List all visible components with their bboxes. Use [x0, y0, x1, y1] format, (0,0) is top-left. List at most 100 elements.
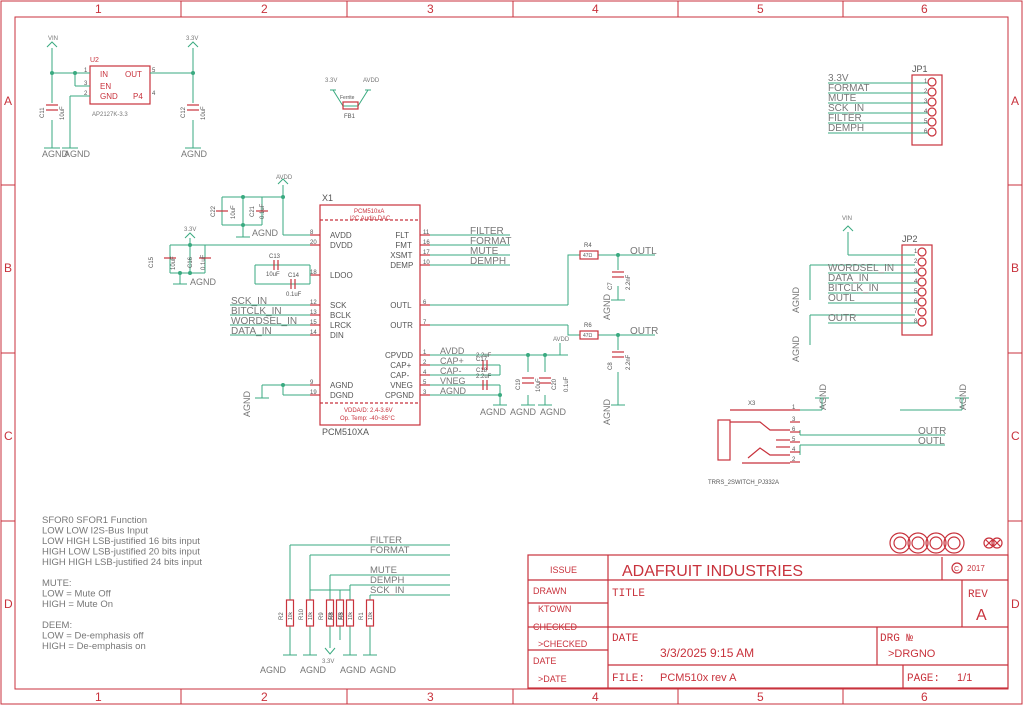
dac-pin-num-4: 4: [423, 370, 427, 376]
copyright-c: C: [954, 566, 959, 573]
agnd-c16: AGND: [190, 277, 217, 287]
jp2-num-8: 8: [914, 319, 918, 325]
agnd-cp-3: AGND: [540, 407, 567, 417]
drg-label: DRG №: [880, 633, 913, 645]
dac-pin-num-6: 6: [423, 300, 427, 306]
dac-pin-num-13: 13: [310, 310, 317, 316]
net-cp-0: AVDD: [440, 346, 465, 356]
jp1-pin-4: [927, 107, 937, 117]
c13-value: 10uF: [266, 272, 280, 278]
pullup-body-2: [325, 599, 335, 627]
jp1-num-2: 2: [924, 89, 928, 95]
jp2-num-1: 1: [914, 249, 918, 255]
u2-pin-en: EN: [100, 82, 111, 91]
net-bitclk_in: BITCLK_IN: [231, 306, 282, 317]
net-mute: MUTE: [470, 246, 499, 257]
pullup-agnd-4: AGND: [370, 665, 397, 675]
pullup-val-5: 10k: [368, 611, 374, 620]
checked-label: CHECKED: [533, 622, 578, 632]
jp2-ref: JP2: [902, 234, 918, 244]
u2-pin-gnd: GND: [100, 92, 118, 101]
ferrite-avdd: AVDD: [363, 78, 380, 84]
jack-pin-num-1: 3: [792, 417, 796, 423]
jp2-pin-5: [917, 287, 927, 297]
c18-value: 2.2uF: [476, 374, 492, 380]
checked-value: >CHECKED: [538, 639, 588, 649]
u2-pin-5: 5: [152, 68, 156, 74]
dac-pin-name-DIN: DIN: [330, 331, 344, 340]
ferrite-label: Ferrite: [340, 95, 355, 101]
frame-row-right-C: C: [1011, 429, 1020, 443]
pullup-agnd-3: AGND: [340, 665, 367, 675]
jp1-label-1: 3.3V: [828, 73, 849, 84]
pullup-net-mute: MUTE: [370, 565, 397, 576]
r6-ref: R6: [584, 323, 592, 329]
dac-pin-num-20: 20: [310, 240, 317, 246]
dac-pin-name-AVDD: AVDD: [330, 231, 352, 240]
dac-pin-name-BCLK: BCLK: [330, 311, 352, 320]
drawn-label: DRAWN: [533, 586, 567, 596]
dac-ref: X1: [322, 193, 333, 203]
pullup-resistors: [283, 544, 450, 656]
jp2-num-7: 7: [914, 309, 918, 315]
net-format: FORMAT: [470, 236, 511, 247]
net-cp-2: CAP-: [440, 366, 462, 376]
frame-row-left-D: D: [4, 597, 13, 611]
dac-pins: AVDD8DVDD20LDOO18SCK12BCLK13LRCK15DIN14A…: [310, 230, 430, 400]
jp1-label-4: SCK_IN: [828, 103, 864, 114]
u2-part: AP2127K-3.3: [92, 112, 128, 118]
pullup-v33: 3.3V: [322, 659, 334, 665]
frame-row-left-C: C: [4, 429, 13, 443]
rev-value: A: [976, 607, 987, 624]
u2-pin-4: 4: [152, 91, 156, 97]
frame-row-left-B: B: [4, 261, 12, 275]
dac-pin-name-CAP-: CAP-: [390, 371, 409, 380]
c21-ref: C21: [250, 205, 256, 217]
c20-ref: C20: [552, 378, 558, 390]
net-cp-4: AGND: [440, 386, 467, 396]
dac-pin-name-CPGND: CPGND: [385, 391, 414, 400]
dac-pin-name-CPVDD: CPVDD: [385, 351, 413, 360]
c22-value: 10uF: [231, 205, 237, 219]
jp2-pin-8: [917, 317, 927, 327]
agnd-c21: AGND: [252, 228, 279, 238]
dac-pin-name-SCK: SCK: [330, 301, 347, 310]
header-jp2: [809, 225, 933, 345]
jp1-ref: JP1: [912, 64, 928, 74]
dac-pin-name-CAP+: CAP+: [390, 361, 411, 370]
jp2-agnd-1: AGND: [791, 286, 801, 313]
u2-pin-out: OUT: [125, 70, 142, 79]
c15-ref: C15: [149, 256, 155, 268]
jp1-pin-3: [927, 97, 937, 107]
c7-ref: C7: [608, 282, 614, 290]
net-data_in: DATA_IN: [231, 326, 272, 337]
pullup-val-3: 10k: [338, 611, 344, 620]
jack-agnd-1: AGND: [818, 383, 828, 410]
jp1-pin-2: [927, 87, 937, 97]
jp2-num-2: 2: [914, 259, 918, 265]
jp2-num-6: 6: [914, 299, 918, 305]
u2-pin-3: 3: [84, 81, 88, 87]
pullup-body-5: [365, 599, 375, 627]
c12-value: 10uF: [201, 106, 207, 120]
frame-row-right-B: B: [1011, 261, 1019, 275]
issue-label: ISSUE: [550, 565, 577, 575]
frame-col-bottom-2: 2: [261, 690, 268, 704]
c17-ref: C17: [476, 357, 488, 363]
dac-value: PCM510XA: [322, 427, 369, 437]
pullup-body-3: [335, 599, 345, 627]
c18-ref: C18: [476, 368, 488, 374]
c21-value: 0.1uF: [260, 203, 266, 219]
jp2-label-3: WORDSEL_IN: [828, 263, 894, 274]
u2-ref: U2: [90, 57, 99, 64]
jp1-pin-5: [927, 117, 937, 127]
dac-pin-name-LDOO: LDOO: [330, 271, 353, 280]
frame-row-right-D: D: [1011, 597, 1020, 611]
pullup-ref-2: R9: [319, 612, 325, 620]
jp1-label-3: MUTE: [828, 93, 857, 104]
